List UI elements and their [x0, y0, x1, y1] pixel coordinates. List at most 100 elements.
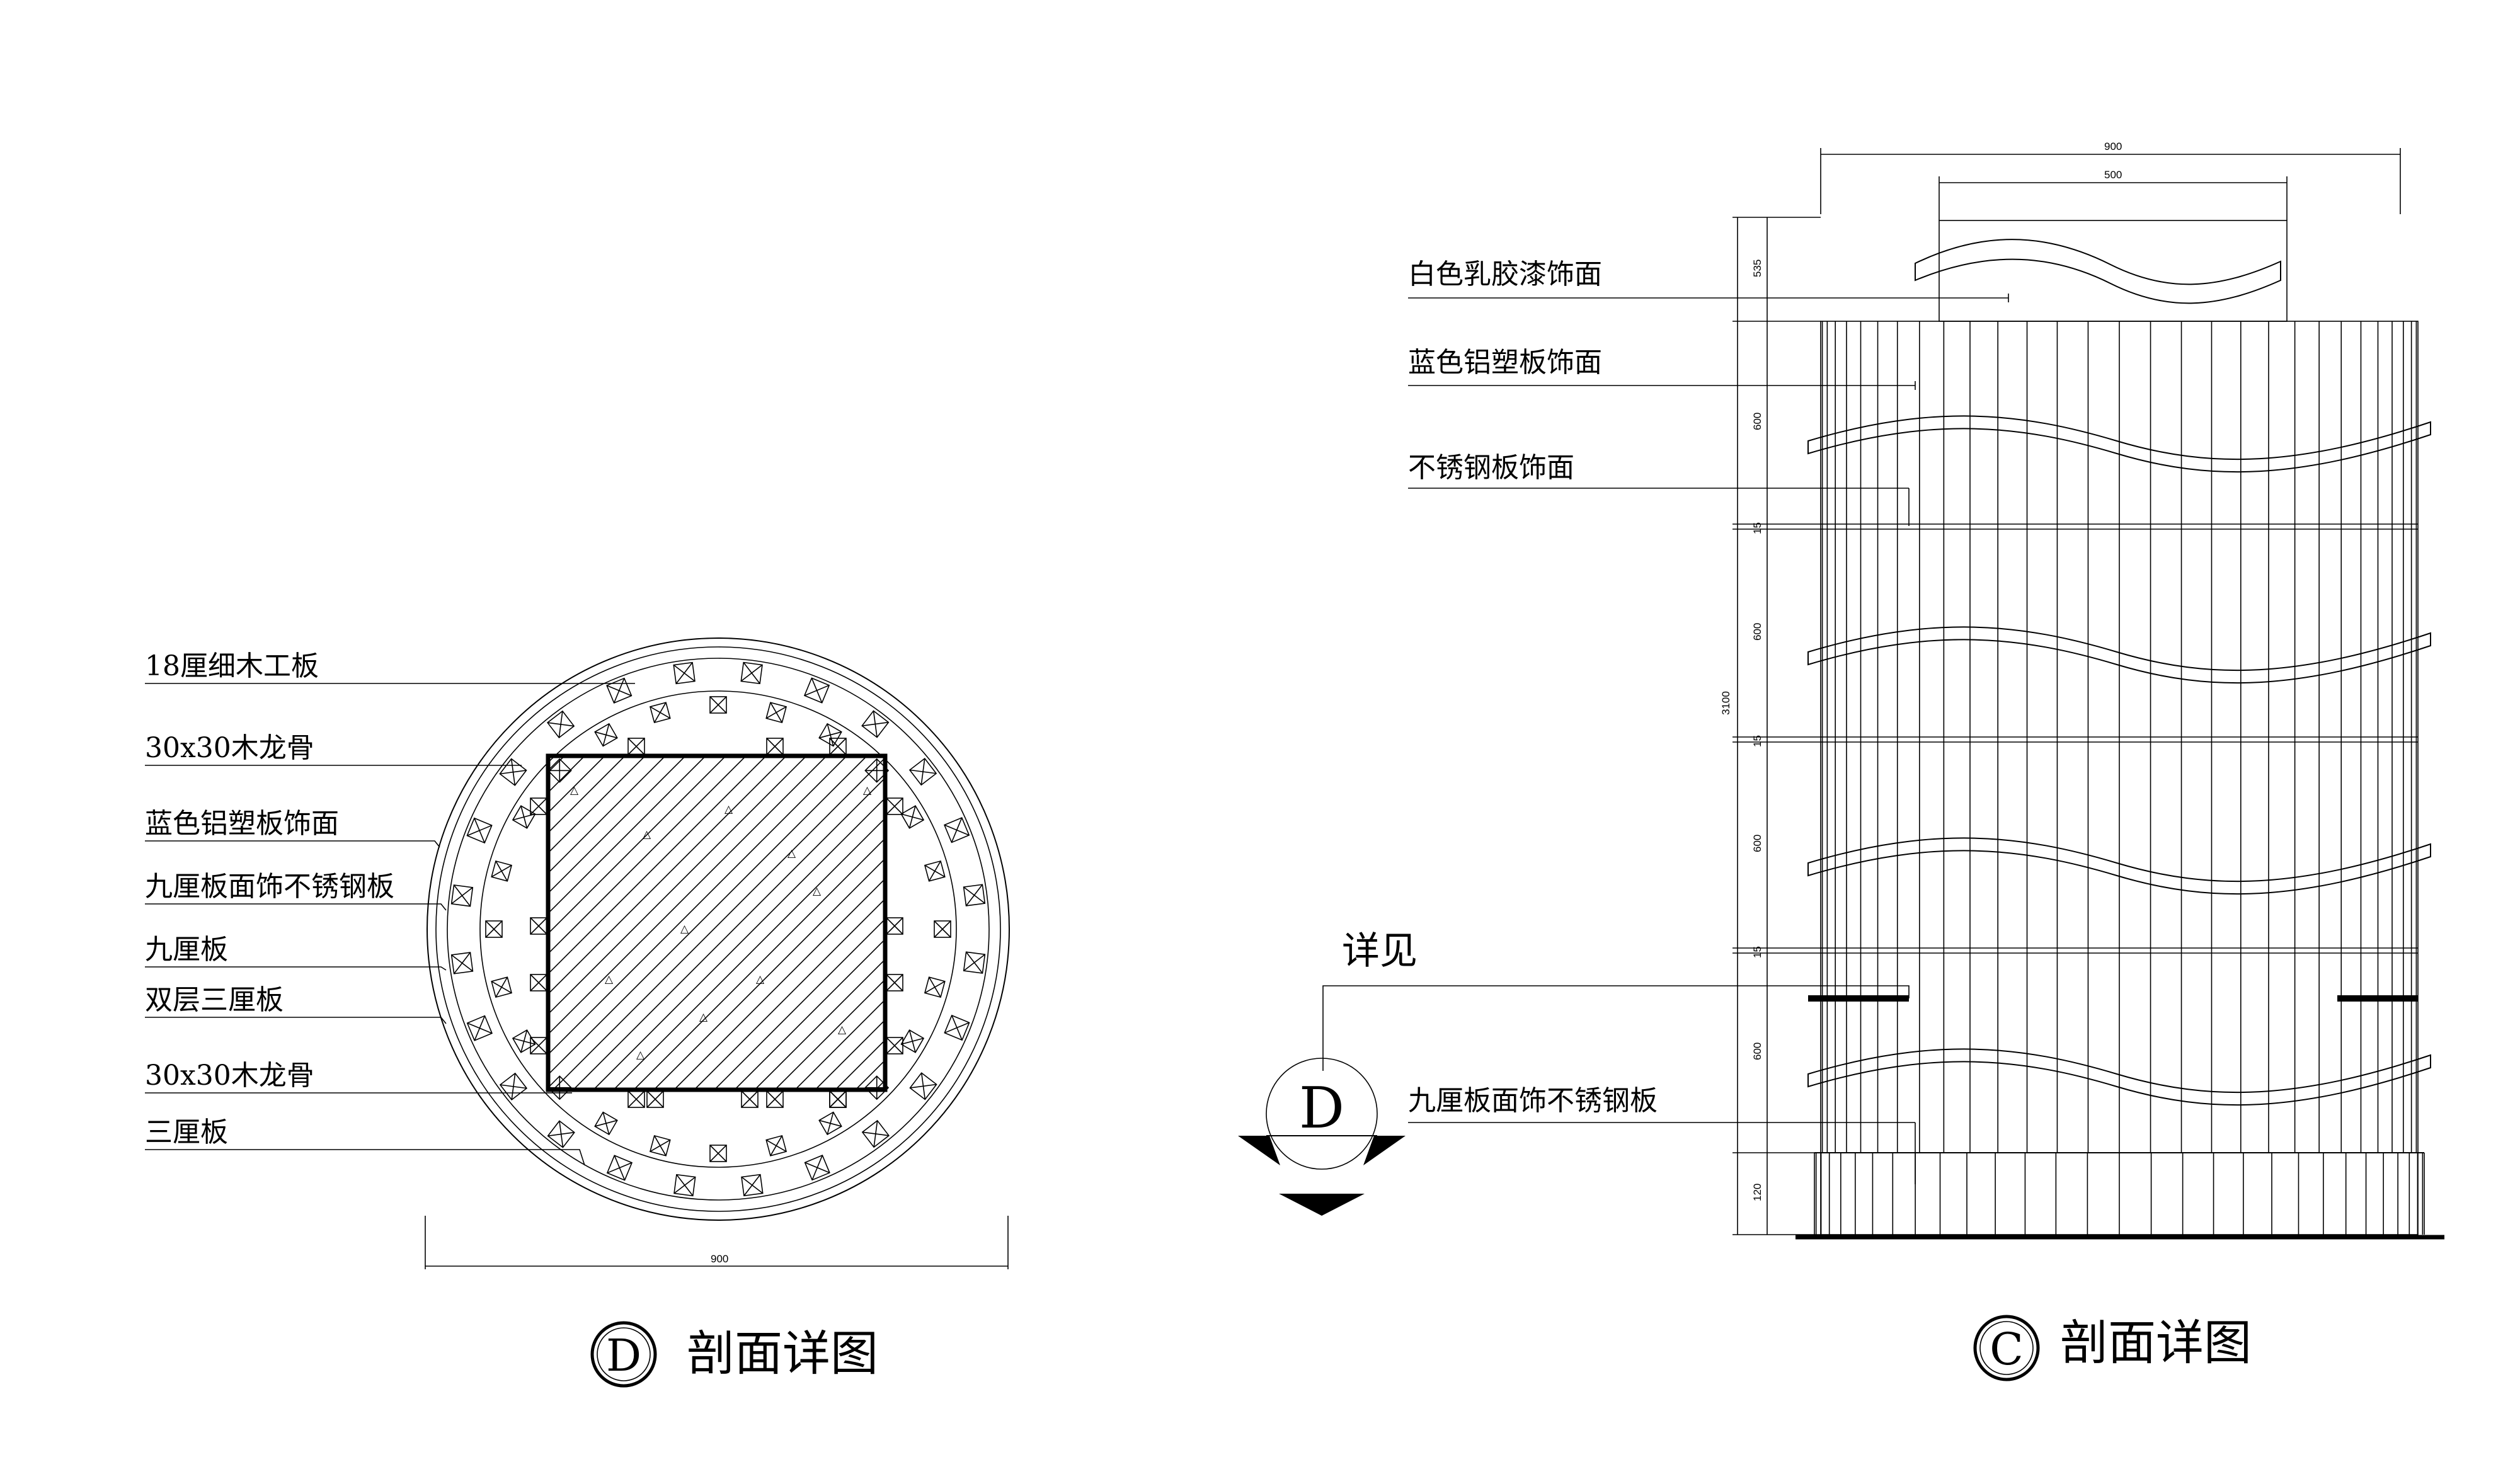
outer-batten-box: [861, 1119, 890, 1148]
hatch-line: [653, 857, 885, 1090]
label-18mm-blockboard: 18厘细木工板: [145, 650, 319, 682]
dim-segment-label: 600: [1751, 835, 1763, 852]
inner-batten-box: [864, 758, 890, 783]
wave-band: [1807, 626, 2431, 684]
square-batten-x2: [829, 1090, 847, 1108]
hatch-mark: △: [724, 803, 733, 815]
square-batten: [886, 974, 903, 991]
inner-batten-box: [491, 976, 513, 998]
dim-top-inner-label: 500: [2104, 169, 2122, 181]
square-batten-box: [530, 1037, 547, 1054]
outer-battens: [450, 661, 986, 1197]
hatch-line: [548, 756, 666, 874]
label-white-latex-paint: 白色乳胶漆饰面: [1408, 258, 1602, 290]
square-batten: [829, 1090, 847, 1108]
dim-total-height-label: 3100: [1720, 691, 1732, 715]
outer-batten: [450, 952, 474, 974]
outer-batten-box: [673, 661, 696, 685]
inner-batten-x2: [770, 702, 783, 723]
square-batten-x2: [646, 1090, 664, 1108]
outer-batten-box: [741, 1174, 764, 1197]
hatch-line: [734, 938, 885, 1090]
inner-batten: [649, 702, 671, 724]
outer-batten-x2: [805, 1162, 830, 1174]
label-9mm-board: 九厘板: [145, 934, 228, 966]
hatch-line: [613, 817, 885, 1090]
square-batten: [829, 738, 847, 755]
hatch-line: [916, 756, 1250, 1090]
square-battens: [530, 738, 903, 1108]
inner-batten-box: [924, 976, 946, 998]
title-symbol-inner-c: [1979, 1321, 2034, 1375]
outer-batten-x2: [965, 884, 983, 906]
outer-batten-x2: [811, 678, 823, 703]
hatch-mark: △: [838, 1024, 847, 1036]
hatch-line: [673, 877, 885, 1090]
hatch-line: [548, 756, 726, 935]
inner-batten-box: [900, 805, 925, 829]
outer-batten-box: [963, 951, 986, 974]
hatch-mark: △: [605, 973, 614, 985]
outer-batten-box: [944, 1014, 970, 1041]
hatch-line: [548, 756, 827, 1036]
label-9mm-steel-board: 九厘板面饰不锈钢板: [145, 871, 394, 903]
outer-batten-box: [547, 1120, 575, 1148]
inner-batten-x2: [901, 1037, 924, 1045]
label-wood-keel-1: 30x30木龙骨: [145, 732, 314, 764]
square-batten-box: [766, 738, 784, 755]
detail-ref-text: 详见: [1342, 929, 1418, 973]
square-batten-x2: [741, 1090, 759, 1108]
outer-batten-x2: [559, 1121, 564, 1148]
hatch-mark: △: [756, 973, 765, 985]
dim-segment-label: 600: [1751, 623, 1763, 641]
inner-batten: [765, 702, 788, 724]
outer-batten-x2: [676, 1174, 694, 1196]
inner-batten-box: [709, 696, 727, 714]
outer-batten-box: [740, 661, 763, 685]
inner-batten-box: [900, 1029, 925, 1053]
outer-batten: [547, 1120, 575, 1148]
outer-batten-x2: [944, 1022, 970, 1034]
outer-batten-x2: [500, 770, 527, 775]
inner-batten-x2: [520, 1030, 528, 1053]
hatch-line: [548, 756, 868, 1076]
hatch-line: [896, 756, 1230, 1090]
inner-batten-x2: [908, 806, 916, 828]
inner-batten: [594, 1111, 618, 1136]
section-c-title: 剖面详图: [2060, 1315, 2252, 1371]
outer-batten: [740, 661, 763, 685]
square-batten-box: [766, 1090, 784, 1108]
inner-batten: [765, 1134, 788, 1157]
inner-batten-x2: [709, 696, 727, 714]
inner-batten-box: [547, 758, 572, 783]
dim-segment-label: 535: [1751, 260, 1763, 277]
outer-batten: [861, 710, 890, 738]
label-9mm-steel-board-c: 九厘板面饰不锈钢板: [1408, 1085, 1658, 1117]
outer-batten-x2: [467, 825, 492, 837]
square-batten-x2: [530, 974, 547, 991]
outer-batten-box: [546, 710, 575, 739]
square-batten-box: [829, 738, 847, 755]
detail-ref-arrow-left: [1238, 1136, 1280, 1165]
inner-batten-box: [709, 1145, 727, 1162]
inner-batten: [512, 805, 536, 829]
dim-top-outer-label: 900: [2104, 140, 2122, 152]
square-batten-box: [886, 974, 903, 991]
inner-batten-x2: [876, 758, 878, 782]
square-batten-x2: [886, 797, 903, 815]
hatch-line: [936, 756, 1270, 1090]
square-batten-box: [829, 1090, 847, 1108]
square-batten-box: [627, 738, 645, 755]
title-symbol-c: C: [1990, 1323, 2024, 1375]
hatch-line: [548, 756, 686, 894]
hatch-line: [548, 756, 787, 995]
inner-batten: [900, 1029, 925, 1053]
inner-batten-x2: [819, 1119, 842, 1127]
outer-batten: [963, 884, 986, 906]
title-symbol-circle-c: [1973, 1315, 2040, 1381]
inner-batten: [924, 860, 946, 882]
inner-batten-x2: [485, 920, 503, 938]
square-batten: [886, 917, 903, 935]
outer-batten-box: [499, 758, 527, 786]
